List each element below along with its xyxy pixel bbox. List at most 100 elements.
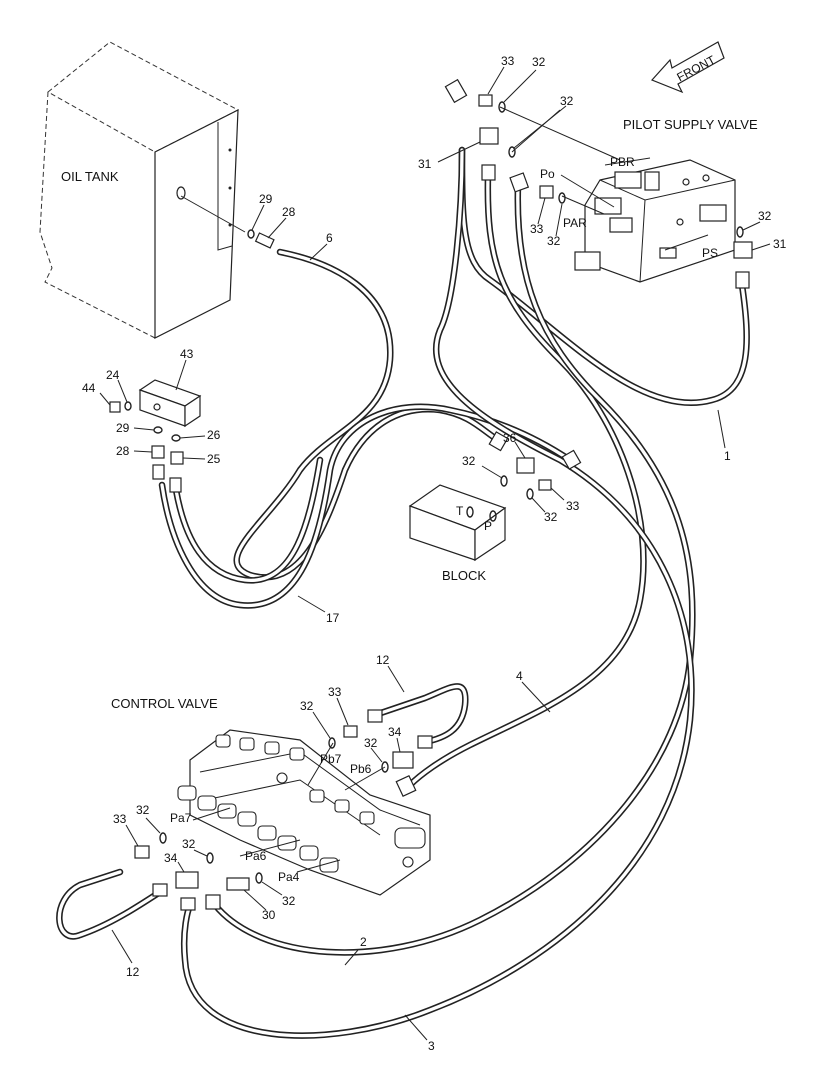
o-ring-32-mid bbox=[558, 192, 566, 204]
hose-end-block-6 bbox=[488, 431, 509, 452]
connector-30 bbox=[226, 877, 250, 891]
callout-36: 36 bbox=[503, 431, 517, 445]
hose-end-12-top-a bbox=[367, 709, 383, 723]
port-pa7-label: Pa7 bbox=[170, 811, 192, 825]
callout-32-right: 32 bbox=[758, 209, 772, 223]
callout-30: 30 bbox=[262, 908, 276, 922]
callout-12-top: 12 bbox=[376, 653, 390, 667]
port-p-label: P bbox=[484, 519, 492, 533]
callout-32-left: 32 bbox=[136, 803, 150, 817]
port-pbr-label: PBR bbox=[610, 155, 635, 169]
callout-6: 6 bbox=[326, 231, 333, 245]
fitting-36 bbox=[516, 457, 535, 474]
callout-1: 1 bbox=[724, 449, 731, 463]
hose-12-bottom bbox=[56, 868, 164, 940]
hose-end-right bbox=[509, 172, 530, 193]
callout-31-right: 31 bbox=[773, 237, 787, 251]
callout-26: 26 bbox=[207, 428, 221, 442]
front-arrow-icon bbox=[650, 41, 725, 94]
adapter-33-left bbox=[134, 845, 150, 859]
port-pb7-label: Pb7 bbox=[320, 752, 342, 766]
pilot-supply-valve-label: PILOT SUPPLY VALVE bbox=[623, 117, 758, 132]
callout-33-mid: 33 bbox=[530, 222, 544, 236]
port-pb6-label: Pb6 bbox=[350, 762, 372, 776]
o-ring-32-left bbox=[159, 832, 167, 844]
callout-32-blk1: 32 bbox=[462, 454, 476, 468]
callout-33-blk: 33 bbox=[566, 499, 580, 513]
o-ring-32-pa4 bbox=[255, 872, 263, 884]
port-pa6-label: Pa6 bbox=[245, 849, 267, 863]
oil-tank bbox=[39, 41, 246, 339]
callout-12-bottom: 12 bbox=[126, 965, 140, 979]
callout-29-tank: 29 bbox=[259, 192, 273, 206]
bolt-44 bbox=[109, 401, 121, 413]
adapter-28-tank bbox=[254, 232, 275, 249]
pilot-supply-valve bbox=[574, 159, 736, 283]
callout-34-left: 34 bbox=[164, 851, 178, 865]
adapter-25 bbox=[170, 451, 184, 465]
block-43 bbox=[138, 379, 202, 428]
elbow-fitting-top bbox=[444, 78, 468, 104]
o-ring-26 bbox=[171, 434, 181, 442]
hose-end-12-top-b bbox=[417, 735, 433, 749]
callout-32-top2: 32 bbox=[560, 94, 574, 108]
o-ring-32-top bbox=[498, 101, 506, 113]
o-ring-32-blk2 bbox=[526, 488, 534, 500]
callout-34-cv: 34 bbox=[388, 725, 402, 739]
callout-32-pa4: 32 bbox=[282, 894, 296, 908]
hose-end-ps bbox=[735, 271, 750, 289]
adapter-33-top bbox=[478, 94, 493, 107]
callout-33-top: 33 bbox=[501, 54, 515, 68]
hose-end-left bbox=[481, 164, 496, 181]
hose-end-12-bot bbox=[152, 883, 168, 897]
o-ring-32-pa6 bbox=[206, 852, 214, 864]
o-ring-32-top2 bbox=[508, 146, 516, 158]
hose-end-2 bbox=[205, 894, 221, 910]
adapter-33-mid bbox=[539, 185, 554, 199]
callout-32-top: 32 bbox=[532, 55, 546, 69]
callout-leaders bbox=[99, 66, 771, 1041]
callout-24: 24 bbox=[106, 368, 120, 382]
block-label: BLOCK bbox=[442, 568, 486, 583]
callout-31-left: 31 bbox=[418, 157, 432, 171]
callout-2: 2 bbox=[360, 935, 367, 949]
o-ring-29-block bbox=[153, 426, 163, 434]
adapter-33-cv bbox=[343, 725, 358, 738]
port-po-label: Po bbox=[540, 167, 555, 181]
callout-32-cv: 32 bbox=[300, 699, 314, 713]
callout-44: 44 bbox=[82, 381, 96, 395]
adapter-33-blk bbox=[538, 479, 552, 491]
oil-tank-label: OIL TANK bbox=[61, 169, 119, 184]
hose-end-block-17 bbox=[561, 449, 582, 470]
elbow-31-right bbox=[733, 241, 753, 259]
callout-28-tank: 28 bbox=[282, 205, 296, 219]
callout-32-pb6: 32 bbox=[364, 736, 378, 750]
o-ring-32-right bbox=[736, 226, 744, 238]
adapter-28-block bbox=[151, 445, 165, 459]
o-ring-32-cv bbox=[328, 737, 336, 749]
control-valve-label: CONTROL VALVE bbox=[111, 696, 218, 711]
callout-17: 17 bbox=[326, 611, 340, 625]
port-t-label: T bbox=[456, 504, 464, 518]
elbow-31-left bbox=[479, 127, 499, 145]
callout-29-block: 29 bbox=[116, 421, 130, 435]
callout-4: 4 bbox=[516, 669, 523, 683]
hose-12-top bbox=[368, 683, 469, 746]
tee-34-left bbox=[175, 871, 199, 889]
o-ring-29-tank bbox=[247, 229, 255, 239]
block bbox=[408, 484, 507, 562]
callout-28-block: 28 bbox=[116, 444, 130, 458]
hose-end-17a bbox=[152, 464, 165, 480]
hose-end-17b bbox=[169, 477, 182, 493]
o-ring-32-pb6 bbox=[381, 761, 389, 773]
washer-24 bbox=[124, 401, 132, 411]
hose-end-3 bbox=[180, 897, 196, 911]
callout-32-mid: 32 bbox=[547, 234, 561, 248]
port-ps-label: PS bbox=[702, 246, 718, 260]
tee-34-cv bbox=[392, 751, 414, 769]
hose-3 bbox=[180, 146, 695, 1039]
port-par-label: PAR bbox=[563, 216, 587, 230]
callout-33-left: 33 bbox=[113, 812, 127, 826]
callout-32-pa6: 32 bbox=[182, 837, 196, 851]
